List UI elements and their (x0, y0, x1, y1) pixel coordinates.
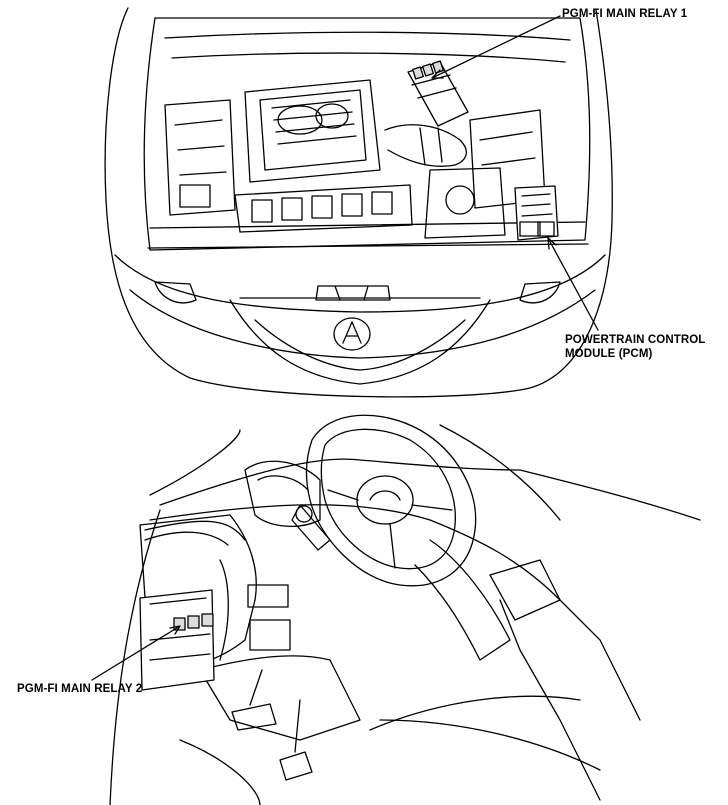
grille (229, 299, 491, 385)
pcm-unit (514, 185, 559, 241)
dashboard-view (91, 414, 701, 805)
relay-box-1 (407, 60, 469, 127)
relay-box-2 (139, 589, 215, 691)
engine-compartment-view (104, 7, 613, 398)
instrument-cluster (244, 460, 321, 527)
right-headlight (519, 281, 561, 304)
leader-pcm (547, 237, 599, 331)
emblem (333, 317, 371, 351)
label-pgm-fi-main-relay-1: PGM-FI MAIN RELAY 1 (562, 8, 688, 20)
steering-wheel (305, 414, 477, 587)
left-headlight (154, 281, 197, 304)
label-pcm-line2: MODULE (PCM) (565, 348, 653, 360)
hood-opening (143, 17, 591, 251)
leader-relay1 (431, 15, 561, 79)
engine (164, 79, 546, 239)
label-pcm-line1: POWERTRAIN CONTROL (565, 334, 706, 346)
bumper-outline (114, 254, 606, 313)
leader-relay2 (91, 625, 181, 681)
accelerator-pedal (279, 751, 313, 781)
brake-pedal (231, 703, 277, 731)
car-body-outline (104, 7, 613, 398)
label-pgm-fi-main-relay-2: PGM-FI MAIN RELAY 2 (17, 683, 143, 695)
